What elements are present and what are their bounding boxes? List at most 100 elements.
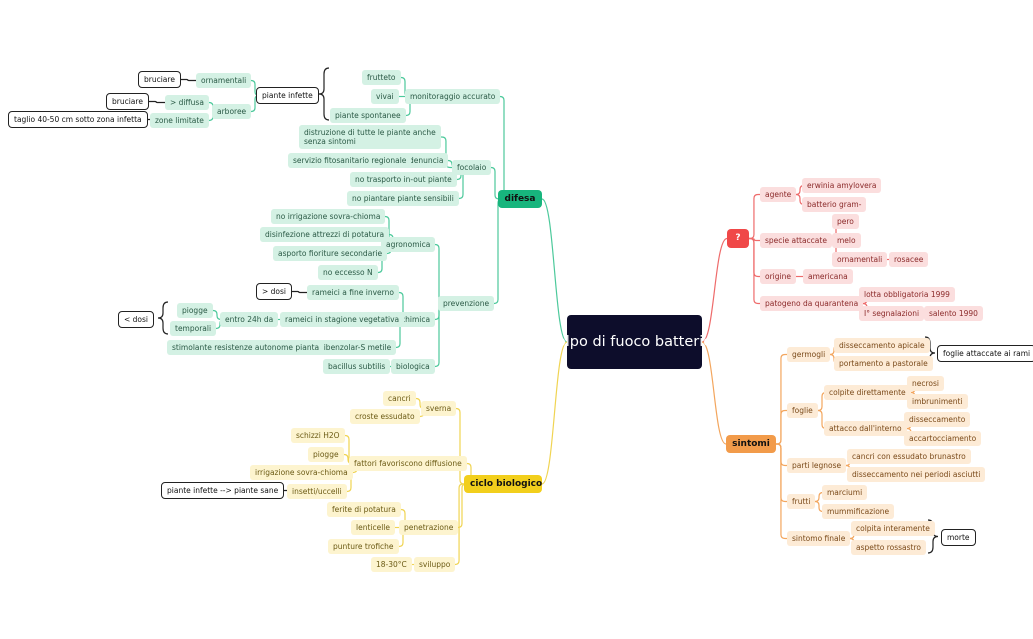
- callout-taglio[interactable]: taglio 40-50 cm sotto zona infetta: [8, 111, 148, 128]
- topic-specie-attaccate[interactable]: specie attaccate: [760, 233, 832, 248]
- topic-colpite-direttamente[interactable]: colpite direttamente: [824, 385, 911, 400]
- topic-agente[interactable]: agente: [760, 187, 797, 202]
- topic-rameici-inverno[interactable]: rameici a fine inverno: [307, 285, 399, 300]
- topic-vivai[interactable]: vivai: [371, 89, 399, 104]
- topic-diffusa[interactable]: > diffusa: [165, 95, 209, 110]
- callout-foglie-rami[interactable]: foglie attaccate ai rami: [937, 345, 1033, 362]
- topic-stimolante-resistenze[interactable]: stimolante resistenze autonome pianta: [167, 340, 325, 355]
- topic-question[interactable]: ?: [727, 229, 749, 248]
- connector-root-ciclo: [541, 341, 568, 485]
- topic-disseccamento-periodi[interactable]: disseccamento nei periodi asciutti: [847, 467, 986, 482]
- topic-prevenzione[interactable]: prevenzione: [438, 296, 495, 311]
- topic-disseccamento-apicale[interactable]: disseccamento apicale: [834, 338, 930, 353]
- topic-biologica[interactable]: biologica: [391, 359, 435, 374]
- topic-melo[interactable]: melo: [832, 233, 861, 248]
- callout-piante-infette[interactable]: piante infette: [256, 87, 319, 104]
- topic-penetrazione[interactable]: penetrazione: [399, 520, 459, 535]
- topic-germogli[interactable]: germogli: [787, 347, 831, 362]
- callout-dosi-min[interactable]: < dosi: [118, 311, 155, 328]
- topic-no-trasporto[interactable]: no trasporto in-out piante: [350, 172, 457, 187]
- topic-entro-24h[interactable]: entro 24h da: [220, 312, 279, 327]
- callout-dosi-max[interactable]: > dosi: [256, 283, 293, 300]
- callout-bruciare[interactable]: bruciare: [106, 93, 149, 110]
- topic-frutteto[interactable]: frutteto: [362, 70, 401, 85]
- topic-no-piantare[interactable]: no piantare piante sensibili: [347, 191, 459, 206]
- topic-ornamentali[interactable]: ornamentali: [832, 252, 888, 267]
- topic-distruzione[interactable]: distruzione di tutte le piante anche sen…: [299, 125, 441, 149]
- topic-fattori-diffusione[interactable]: fattori favoriscono diffusione: [349, 456, 467, 471]
- connector-root-difesa: [541, 198, 568, 343]
- topic-servizio-fitosanitario[interactable]: servizio fitosanitario regionale: [288, 153, 412, 168]
- topic-accartocciamento[interactable]: accartocciamento: [904, 431, 982, 446]
- topic-monitoraggio-accurato[interactable]: monitoraggio accurato: [405, 89, 501, 104]
- callout-bruciare[interactable]: bruciare: [138, 71, 181, 88]
- topic-croste-essudato[interactable]: croste essudato: [350, 409, 420, 424]
- topic-focolaio[interactable]: focolaio: [452, 160, 492, 175]
- topic-imbrunimenti[interactable]: imbrunimenti: [907, 394, 968, 409]
- topic-origine[interactable]: origine: [760, 269, 796, 284]
- topic-cancri[interactable]: cancri: [383, 391, 416, 406]
- topic-mummificazione[interactable]: mummificazione: [822, 504, 895, 519]
- topic-no-eccesso-n[interactable]: no eccesso N: [318, 265, 378, 280]
- topic-lotta-obbligatoria[interactable]: lotta obbligatoria 1999: [859, 287, 955, 302]
- connector-ornamentali_g-bruciare1: [181, 78, 196, 82]
- topic-americana[interactable]: americana: [803, 269, 853, 284]
- topic-temporali[interactable]: temporali: [170, 321, 217, 336]
- callout-morte[interactable]: morte: [941, 529, 976, 546]
- connector-difesa-monitoraggio: [498, 95, 509, 200]
- callout-piante-sane[interactable]: piante infette --> piante sane: [161, 482, 285, 499]
- connector-sintomi-sintomo_finale: [776, 443, 787, 540]
- topic-agronomica[interactable]: agronomica: [381, 237, 436, 252]
- topic-piogge[interactable]: piogge: [177, 303, 213, 318]
- topic-irrigazione-sovra-chioma[interactable]: irrigazione sovra-chioma: [250, 465, 353, 480]
- topic-denuncia[interactable]: denuncia: [404, 153, 449, 168]
- topic-ciclo-biologico[interactable]: ciclo biologico: [464, 475, 542, 493]
- topic-chimica[interactable]: chimica: [396, 312, 436, 327]
- topic-no-irrigazione[interactable]: no irrigazione sovra-chioma: [271, 209, 386, 224]
- topic-marciumi[interactable]: marciumi: [822, 485, 868, 500]
- topic-insetti-uccelli[interactable]: insetti/uccelli: [287, 484, 347, 499]
- topic-patogeno-quarantena[interactable]: patogeno da quarantena: [760, 296, 864, 311]
- topic-foglie[interactable]: foglie: [787, 403, 818, 418]
- topic-portamento-pastorale[interactable]: portamento a pastorale: [834, 356, 933, 371]
- topic-asporto-fioriture[interactable]: asporto fioriture secondarie: [273, 246, 388, 261]
- topic-temperatura[interactable]: 18-30°C: [371, 557, 412, 572]
- topic-aspetto-rossastro[interactable]: aspetto rossastro: [851, 540, 927, 555]
- root-topic[interactable]: colpo di fuoco batterico: [549, 315, 720, 369]
- topic-acibenzolar[interactable]: acibenzolar-S metile: [310, 340, 397, 355]
- topic-sviluppo[interactable]: sviluppo: [414, 557, 456, 572]
- topic-punture-trofiche[interactable]: punture trofiche: [328, 539, 399, 554]
- topic-parti-legnose[interactable]: parti legnose: [787, 458, 847, 473]
- topic-sintomi[interactable]: sintomi: [726, 435, 776, 453]
- topic-arboree[interactable]: arboree: [212, 104, 252, 119]
- topic-piogge[interactable]: piogge: [308, 447, 344, 462]
- topic-sverna[interactable]: sverna: [421, 401, 457, 416]
- topic-salento[interactable]: salento 1990: [924, 306, 983, 321]
- topic-sintomo-finale[interactable]: sintomo finale: [787, 531, 851, 546]
- connector-sintomi-foglie: [776, 409, 787, 445]
- topic-pero[interactable]: pero: [832, 214, 859, 229]
- topic-lenticelle[interactable]: lenticelle: [351, 520, 395, 535]
- topic-disinfezione[interactable]: disinfezione attrezzi di potatura: [260, 227, 390, 242]
- topic-rameici-vegetativa[interactable]: rameici in stagione vegetativa: [280, 312, 405, 327]
- topic-batterio-gram[interactable]: batterio gram-: [802, 197, 867, 212]
- topic-ornamentali[interactable]: ornamentali: [196, 73, 252, 88]
- topic-frutti[interactable]: frutti: [787, 494, 816, 509]
- topic-necrosi[interactable]: necrosi: [907, 376, 944, 391]
- topic-zone-limitate[interactable]: zone limitate: [150, 113, 209, 128]
- topic-cancri-essudato[interactable]: cancri con essudato brunastro: [847, 449, 971, 464]
- topic-disseccamento[interactable]: disseccamento: [904, 412, 971, 427]
- topic-attacco-interno[interactable]: attacco dall'interno: [824, 421, 907, 436]
- topic-ferite-potatura[interactable]: ferite di potatura: [327, 502, 401, 517]
- connector-rameici_inverno-dosi_max: [292, 290, 307, 294]
- topic-colpita-interamente[interactable]: colpita interamente: [851, 521, 935, 536]
- topic-bacillus-subtilis[interactable]: bacillus subtilis: [323, 359, 391, 374]
- topic-difesa[interactable]: difesa: [498, 190, 542, 208]
- topic-schizzi-h2o[interactable]: schizzi H2O: [291, 428, 345, 443]
- connector-q-specie: [749, 237, 760, 242]
- topic-piante-spontanee[interactable]: piante spontanee: [330, 108, 406, 123]
- topic-erwinia[interactable]: erwinia amylovera: [802, 178, 882, 193]
- topic-rosacee[interactable]: rosacee: [889, 252, 929, 267]
- topic-segnalazioni[interactable]: I° segnalazioni: [859, 306, 925, 321]
